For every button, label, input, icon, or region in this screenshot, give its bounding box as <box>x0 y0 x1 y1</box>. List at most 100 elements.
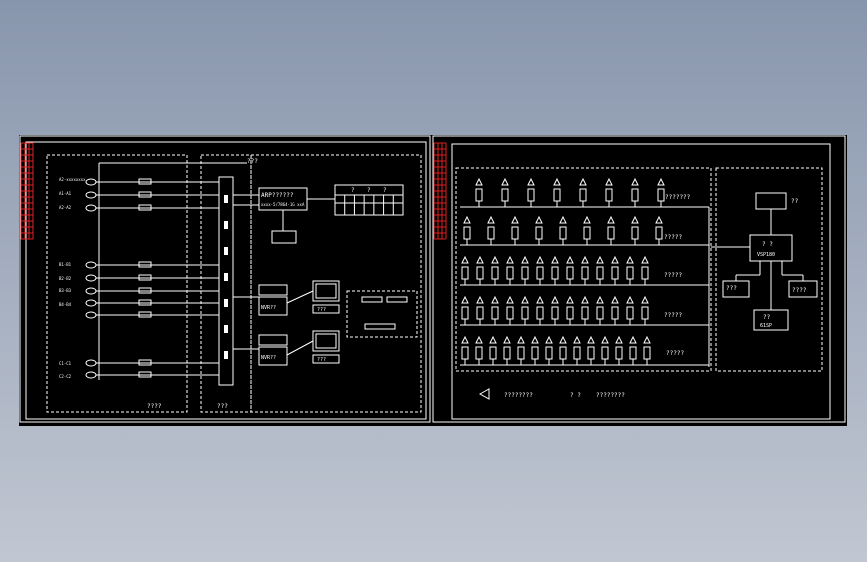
side-label: A1-A1 <box>59 191 72 196</box>
device-unit <box>461 306 469 320</box>
legend-item-3 <box>364 323 396 330</box>
device-unit <box>491 266 499 280</box>
device-unit <box>611 266 619 280</box>
device-unit <box>643 346 651 360</box>
speaker-icon <box>641 255 649 264</box>
camera-icon <box>85 274 97 282</box>
speaker-icon <box>475 177 483 186</box>
device-unit <box>521 266 529 280</box>
device-unit <box>566 266 574 280</box>
device-unit <box>631 226 639 240</box>
speaker-icon <box>475 335 483 344</box>
controller-label: ? ? <box>762 241 773 248</box>
device-unit <box>506 266 514 280</box>
speaker-icon <box>605 177 613 186</box>
row-label: ??????? <box>665 194 691 201</box>
side-label: A2-xxxxxxxx <box>59 177 86 182</box>
speaker-icon <box>596 255 604 264</box>
speaker-icon <box>535 215 543 224</box>
row-label: ????? <box>666 350 684 357</box>
speaker-icon <box>491 295 499 304</box>
speaker-icon <box>611 255 619 264</box>
device-unit <box>517 346 525 360</box>
speaker-icon <box>476 295 484 304</box>
backbone-labels <box>224 195 228 359</box>
device-unit <box>461 346 469 360</box>
device-unit <box>527 188 535 202</box>
device-unit <box>657 188 665 202</box>
device-unit <box>487 226 495 240</box>
speaker-icon <box>506 255 514 264</box>
camera-icon <box>85 287 97 295</box>
monitor-1-link <box>286 290 314 304</box>
device-unit <box>511 226 519 240</box>
nvr-1-label: NVR?? <box>261 305 276 311</box>
speaker-icon <box>629 335 637 344</box>
left-margin-grid <box>20 142 34 240</box>
monitor-1-screen <box>315 283 337 299</box>
legend-label-2: ???????? <box>596 392 625 399</box>
device-unit <box>521 306 529 320</box>
keyboard-device <box>271 230 297 244</box>
device-rows <box>460 177 710 367</box>
device-unit <box>605 188 613 202</box>
speaker-icon <box>553 177 561 186</box>
device-unit <box>491 306 499 320</box>
speaker-icon <box>489 335 497 344</box>
device-unit <box>626 306 634 320</box>
device-unit <box>579 188 587 202</box>
device-unit <box>536 266 544 280</box>
speaker-icon <box>536 255 544 264</box>
speaker-icon <box>601 335 609 344</box>
device-unit <box>475 346 483 360</box>
device-unit <box>531 346 539 360</box>
speaker-icon <box>631 215 639 224</box>
device-unit <box>641 266 649 280</box>
camera-icon <box>85 204 97 212</box>
device-unit <box>503 346 511 360</box>
left-panel-dashed-box <box>46 154 188 413</box>
device-unit <box>583 226 591 240</box>
monitor-2-screen <box>315 333 337 349</box>
side-labels: A2-xxxxxxxxA1-A1A2-A2B1-B1B2-B2B3-B3B4-B… <box>59 177 86 379</box>
camera-icon <box>85 311 97 319</box>
speaker-icon <box>501 177 509 186</box>
backbone-mark <box>224 247 228 255</box>
right-side-dashed-box <box>715 167 823 372</box>
speaker-icon <box>545 335 553 344</box>
device-unit <box>476 306 484 320</box>
speaker-icon <box>581 255 589 264</box>
side-label: B3-B3 <box>59 288 72 293</box>
row-label: ????? <box>664 234 682 241</box>
device-unit <box>553 188 561 202</box>
junction-box <box>138 287 152 294</box>
speaker-icon <box>463 215 471 224</box>
speaker-icon <box>579 177 587 186</box>
switch-sublabel: xxxx-5/7864-1G xxA <box>261 202 305 207</box>
junction-box <box>138 204 152 211</box>
speaker-icon <box>551 295 559 304</box>
backbone-mark <box>224 195 228 203</box>
top-device-box <box>755 192 787 210</box>
switch-label: ARP?????? <box>261 192 294 199</box>
device-unit <box>559 226 567 240</box>
speaker-icon <box>521 255 529 264</box>
speaker-icon <box>631 177 639 186</box>
device-unit <box>641 306 649 320</box>
left-sheet-frame <box>19 135 431 423</box>
monitor-1-label-box <box>312 304 340 314</box>
device-unit <box>566 306 574 320</box>
device-unit <box>476 266 484 280</box>
side-label: C2-C2 <box>59 374 72 379</box>
speaker-icon <box>461 335 469 344</box>
right-device-label: ???? <box>792 287 807 294</box>
device-unit <box>463 226 471 240</box>
speaker-icon <box>611 295 619 304</box>
camera-icon <box>85 178 97 186</box>
device-unit <box>506 306 514 320</box>
speaker-icon <box>511 215 519 224</box>
nvr-1 <box>258 296 288 316</box>
speaker-icon <box>626 255 634 264</box>
device-unit <box>601 346 609 360</box>
